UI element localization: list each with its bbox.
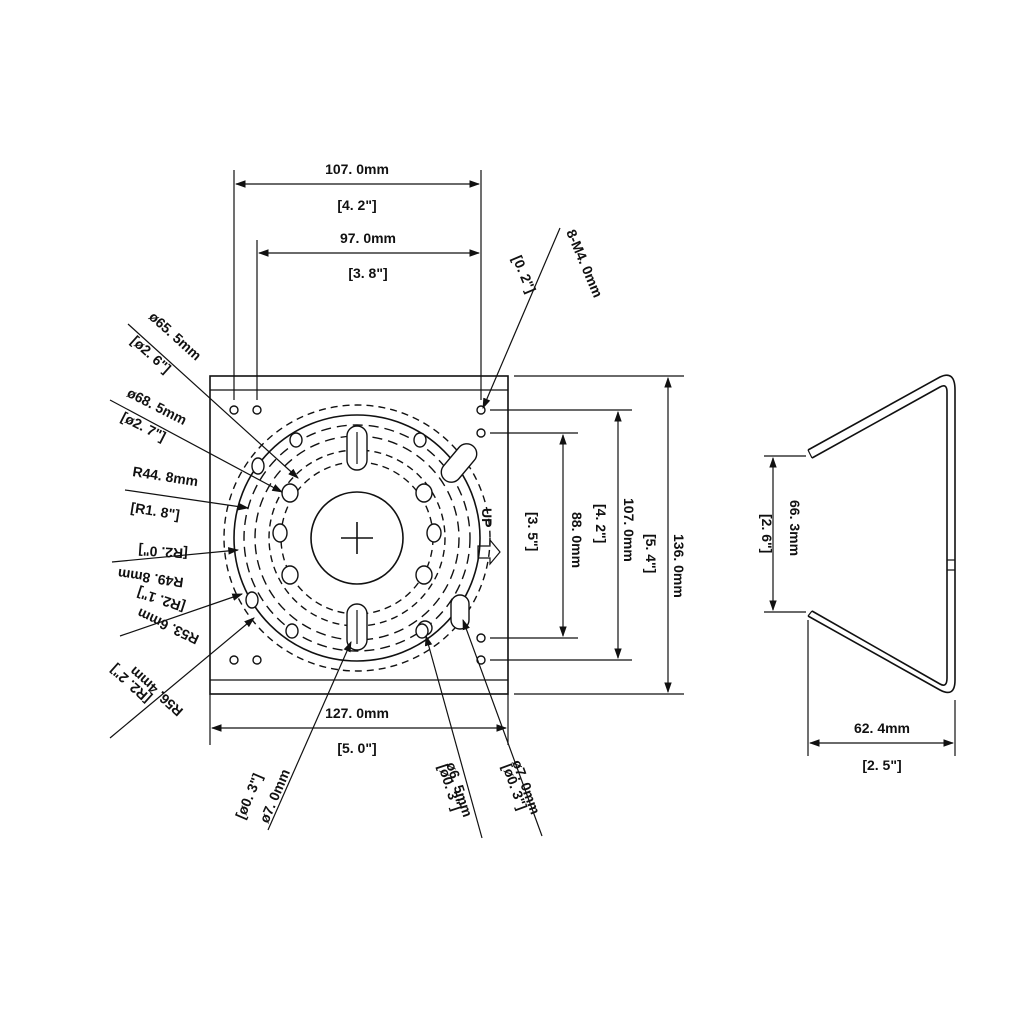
- mounting-plate: [209, 375, 509, 695]
- top-dimensions: 107. 0mm [4. 2"] 97. 0mm [3. 8"]: [233, 161, 482, 400]
- top-width-in-label: [4. 2"]: [337, 197, 376, 213]
- side-width-label: 62. 4mm: [854, 720, 910, 736]
- side-height-label: 66. 3mm: [787, 500, 803, 556]
- screw-leader: 8-M4. 0mm [0. 2"]: [482, 227, 606, 409]
- top-width-label: 107. 0mm: [325, 161, 389, 177]
- mounting-slots: [346, 425, 478, 651]
- h88-in-label: [3. 5"]: [525, 512, 541, 551]
- screw-in-label: [0. 2"]: [509, 253, 539, 295]
- screw-label: 8-M4. 0mm: [563, 227, 606, 300]
- h88-label: 88. 0mm: [569, 512, 585, 568]
- inner-width-in-label: [3. 8"]: [348, 265, 387, 281]
- r44-label: R44. 8mm: [132, 463, 200, 489]
- corner-holes: [229, 405, 486, 665]
- side-view-bracket: 66. 3mm [2. 6"] 62. 4mm [2. 5"]: [759, 374, 956, 773]
- bottom-width-label: 127. 0mm: [325, 705, 389, 721]
- side-height-in-label: [2. 6"]: [759, 514, 775, 553]
- inner-width-label: 97. 0mm: [340, 230, 396, 246]
- up-label: UP: [479, 508, 495, 527]
- ring-holes: [245, 432, 442, 639]
- h107-label: 107. 0mm: [621, 498, 637, 562]
- bottom-dimension: 127. 0mm [5. 0"]: [209, 694, 509, 756]
- bottom-leaders: [ø0. 3"] ø7. 0mm ø6. 5mm [ø0. 3"] [ø0. 3…: [232, 618, 544, 839]
- h136-in-label: [5. 4"]: [643, 534, 659, 573]
- right-dimensions: 88. 0mm [3. 5"] 107. 0mm [4. 2"] 136. 0m…: [490, 375, 687, 695]
- up-arrow-icon: UP: [477, 508, 501, 566]
- r2-label: [R2. 0"]: [138, 543, 188, 562]
- r49-label: R49. 8mm: [117, 566, 185, 591]
- side-width-in-label: [2. 5"]: [862, 757, 901, 773]
- r44-in-label: [R1. 8"]: [130, 499, 181, 523]
- left-leaders: ø65. 5mm [ø2. 6"] ø68. 5mm [ø2. 7"] R44.…: [107, 308, 299, 739]
- bottom-width-in-label: [5. 0"]: [337, 740, 376, 756]
- h107-in-label: [4. 2"]: [593, 504, 609, 543]
- h136-label: 136. 0mm: [671, 534, 687, 598]
